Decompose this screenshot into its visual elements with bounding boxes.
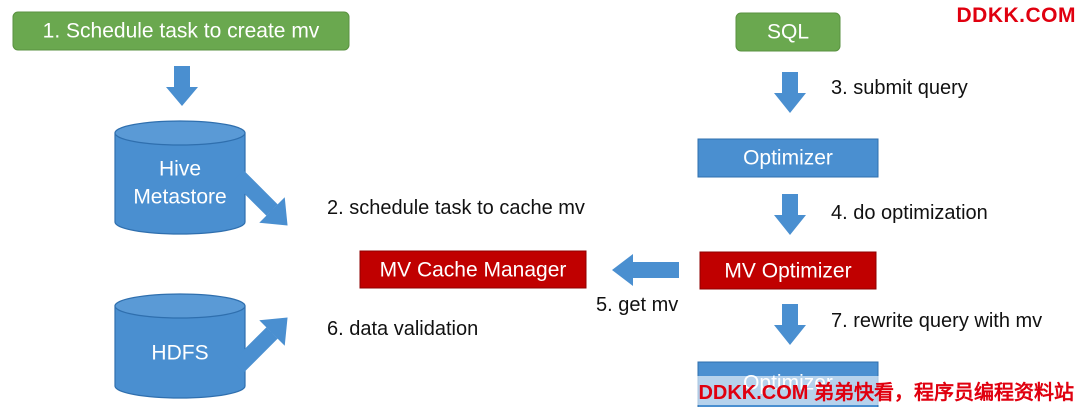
- mv-optimizer-label: MV Optimizer: [724, 260, 851, 283]
- label-do-optimization: 4. do optimization: [831, 202, 988, 224]
- watermark-top: DDKK.COM: [956, 4, 1076, 27]
- hdfs-label: HDFS: [151, 342, 208, 365]
- arrow-sql-to-optimizer: [774, 72, 806, 113]
- mv-optimizer-node: MV Optimizer: [699, 251, 877, 290]
- mv-cache-manager-node: MV Cache Manager: [359, 250, 587, 289]
- hdfs-node: HDFS: [114, 293, 246, 399]
- hive-metastore-node: Hive Metastore: [114, 120, 246, 235]
- watermark-bottom: DDKK.COM 弟弟快看，程序员编程资料站: [696, 376, 1076, 405]
- arrow-optimizer-to-cache: [612, 254, 679, 286]
- label-submit-query: 3. submit query: [831, 77, 968, 99]
- arrow-cache-to-hdfs: [232, 317, 288, 373]
- arrow-cache-to-hive: [232, 170, 288, 226]
- hive-label-line2: Metastore: [133, 186, 226, 209]
- optimizer-top-label: Optimizer: [743, 147, 833, 170]
- label-rewrite-query: 7. rewrite query with mv: [831, 310, 1042, 332]
- label-schedule-cache: 2. schedule task to cache mv: [327, 197, 585, 219]
- hive-label-line1: Hive: [159, 158, 201, 181]
- schedule-task-node: 1. Schedule task to create mv: [12, 11, 350, 51]
- label-get-mv: 5. get mv: [596, 294, 678, 316]
- arrow-schedule-to-hive: [166, 66, 198, 106]
- mv-cache-manager-label: MV Cache Manager: [380, 259, 567, 282]
- schedule-task-label: 1. Schedule task to create mv: [43, 20, 320, 43]
- arrow-mv-optimizer-to-optimizer: [774, 304, 806, 345]
- arrow-optimizer-to-mv-optimizer: [774, 194, 806, 235]
- label-data-validation: 6. data validation: [327, 318, 478, 340]
- sql-label: SQL: [767, 21, 809, 44]
- optimizer-top-node: Optimizer: [697, 138, 879, 178]
- sql-node: SQL: [735, 12, 841, 52]
